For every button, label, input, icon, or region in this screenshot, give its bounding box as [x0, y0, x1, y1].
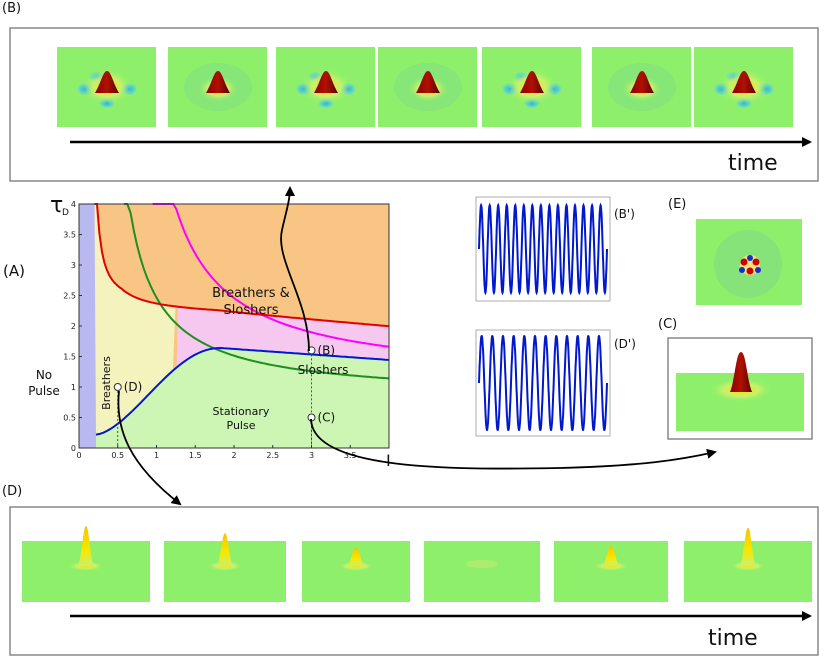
arrow-b-to-top [280, 186, 310, 352]
curve-green [123, 203, 390, 380]
time-label-bottom: time [708, 626, 758, 651]
panel-label-e: (E) [668, 197, 686, 212]
top-frame [482, 47, 581, 127]
top-frame [57, 47, 156, 127]
time-label-top: time [728, 151, 778, 176]
y-tick-label: 4 [71, 200, 76, 209]
y-tick-label: 0 [71, 444, 76, 453]
region-label-sloshers: Sloshers [298, 363, 349, 377]
region-label-no-pulse-2: Pulse [28, 384, 60, 398]
trace-line [478, 335, 608, 431]
region-no-pulse [79, 204, 97, 448]
state-point [113, 383, 122, 391]
top-frame [694, 47, 793, 127]
x-tick-label: 2 [231, 451, 236, 460]
trace-line [478, 202, 608, 296]
trace-b-prime [475, 196, 611, 302]
arrow-c-to-panel-c [310, 418, 717, 470]
panel-label-c: (C) [658, 317, 677, 332]
y-axis-label: τ [50, 193, 63, 218]
y-tick-label: 1.5 [63, 353, 76, 362]
region-label-breathers-sloshers: Breathers & [212, 286, 290, 301]
bottom-frame [424, 541, 540, 602]
arrow-d-to-bottom [117, 390, 182, 506]
bottom-frame [554, 541, 668, 602]
x-tick-label: 3.5 [344, 451, 357, 460]
x-tick-label: 1.5 [189, 451, 202, 460]
x-tick-label: 0 [76, 451, 81, 460]
panel-label-b-prime: (B') [614, 207, 635, 221]
panel-label-d: (D) [2, 484, 22, 499]
trace-d-prime [475, 329, 611, 437]
curve-magenta [152, 203, 390, 348]
panel-e-image [696, 219, 802, 305]
top-frame [276, 47, 375, 127]
y-tick-label: 2.5 [63, 292, 76, 301]
region-label-breathers: Breathers [100, 356, 113, 410]
region-label-breathers-sloshers-2: Sloshers [224, 303, 279, 318]
y-tick-label: 1 [71, 383, 76, 392]
x-tick-label: 1 [154, 451, 159, 460]
region-stationary [96, 348, 389, 448]
panel-d-frames [22, 526, 812, 602]
bottom-frame [302, 541, 410, 602]
top-frame [168, 47, 267, 127]
x-axis-label: I [386, 451, 391, 470]
region-label-stationary-2: Pulse [227, 419, 256, 432]
bottom-frame [164, 533, 286, 602]
bottom-frame [684, 527, 812, 602]
top-frame [378, 47, 477, 127]
y-tick-label: 0.5 [63, 414, 76, 423]
panel-label-b: (B) [2, 1, 21, 16]
state-point-label: (B) [318, 343, 336, 357]
region-label-no-pulse: No [36, 368, 52, 382]
curve-blue [95, 346, 390, 436]
x-tick-label: 0.5 [111, 451, 124, 460]
y-tick-label: 3 [71, 261, 76, 270]
top-frame [592, 47, 691, 127]
state-point-label: (C) [318, 411, 336, 425]
panel-b-frames [57, 47, 793, 127]
bottom-frame [22, 526, 150, 602]
panel-label-a: (A) [3, 262, 25, 280]
x-tick-label: 2.5 [266, 451, 279, 460]
x-tick-label: 3 [309, 451, 314, 460]
region-breathers [94, 204, 176, 435]
y-tick-label: 2 [71, 322, 76, 331]
y-tick-label: 3.5 [63, 231, 76, 240]
panel-c-image [667, 337, 813, 440]
curve-red [94, 203, 390, 328]
region-label-stationary: Stationary [213, 405, 270, 418]
state-point-label: (D) [124, 380, 143, 394]
panel-label-d-prime: (D') [614, 337, 636, 351]
y-axis-label-sub: D [62, 208, 69, 218]
